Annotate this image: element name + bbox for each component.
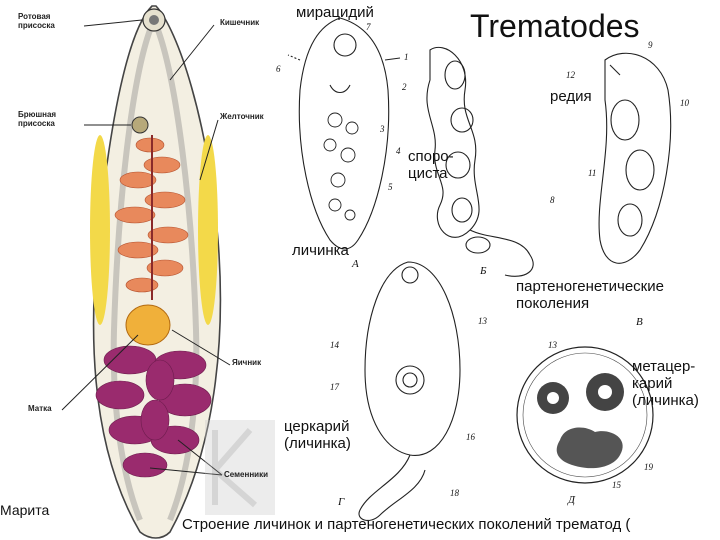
cercaria-drawing xyxy=(359,262,460,520)
callout-13b: 13 xyxy=(548,340,557,350)
callout-8: 8 xyxy=(550,195,555,205)
label-parthenogenetic: партеногенетические поколения xyxy=(516,278,664,312)
figure-caption: Строение личинок и партеногенетических п… xyxy=(182,516,720,533)
watermark xyxy=(205,420,275,515)
label-larva: личинка xyxy=(292,242,349,259)
callout-17: 17 xyxy=(330,382,339,392)
label-vitellaria: Желточник xyxy=(220,112,264,121)
callout-16: 16 xyxy=(466,432,475,442)
label-ovary: Яичник xyxy=(232,358,261,367)
callout-10: 10 xyxy=(680,98,689,108)
callout-2: 2 xyxy=(402,82,407,92)
label-ventral-sucker-line1: Брюшная xyxy=(18,110,56,119)
marita-drawing xyxy=(62,6,230,538)
label-sporocyst-line2: циста xyxy=(408,165,454,182)
label-miracidium: мирацидий xyxy=(296,4,374,21)
label-redia: редия xyxy=(550,88,592,105)
label-oral-sucker-line2: присоска xyxy=(18,21,55,30)
label-metacercaria-line1: метацер- xyxy=(632,358,699,375)
label-metacercaria-line3: (личинка) xyxy=(632,392,699,409)
callout-3: 3 xyxy=(380,124,385,134)
label-ventral-sucker: Брюшная присоска xyxy=(18,110,56,128)
callout-13a: 13 xyxy=(478,316,487,326)
label-marita: Марита xyxy=(0,502,49,519)
callout-19: 19 xyxy=(644,462,653,472)
label-metacercaria: метацер- карий (личинка) xyxy=(632,358,699,409)
label-cercaria: церкарий (личинка) xyxy=(284,418,351,452)
label-parthenogenetic-line2: поколения xyxy=(516,295,664,312)
label-oral-sucker: Ротовая присоска xyxy=(18,12,55,30)
figure-letter-v: В xyxy=(636,316,643,328)
label-uterus: Матка xyxy=(28,404,52,413)
redia-drawing xyxy=(599,53,671,263)
callout-6: 6 xyxy=(276,64,281,74)
figure-letter-g: Г xyxy=(338,496,344,508)
callout-5: 5 xyxy=(388,182,393,192)
figure-letter-d: Д xyxy=(568,494,575,506)
label-cercaria-line1: церкарий xyxy=(284,418,351,435)
label-ventral-sucker-line2: присоска xyxy=(18,119,56,128)
label-sporocyst-line1: споро- xyxy=(408,148,454,165)
label-sporocyst: споро- циста xyxy=(408,148,454,182)
label-oral-sucker-line1: Ротовая xyxy=(18,12,55,21)
figure-letter-b: Б xyxy=(480,265,487,277)
label-metacercaria-line2: карий xyxy=(632,375,699,392)
callout-18: 18 xyxy=(450,488,459,498)
callout-15: 15 xyxy=(612,480,621,490)
label-testes: Семенники xyxy=(224,470,268,479)
label-intestine: Кишечник xyxy=(220,18,259,27)
callout-4: 4 xyxy=(396,146,401,156)
figure-letter-a: А xyxy=(352,258,359,270)
callout-14: 14 xyxy=(330,340,339,350)
callout-12: 12 xyxy=(566,70,575,80)
callout-9: 9 xyxy=(648,40,653,50)
label-cercaria-line2: (личинка) xyxy=(284,435,351,452)
label-parthenogenetic-line1: партеногенетические xyxy=(516,278,664,295)
callout-7: 7 xyxy=(366,22,371,32)
page-title: Trematodes xyxy=(470,8,640,45)
callout-11: 11 xyxy=(588,168,596,178)
callout-1: 1 xyxy=(404,52,409,62)
